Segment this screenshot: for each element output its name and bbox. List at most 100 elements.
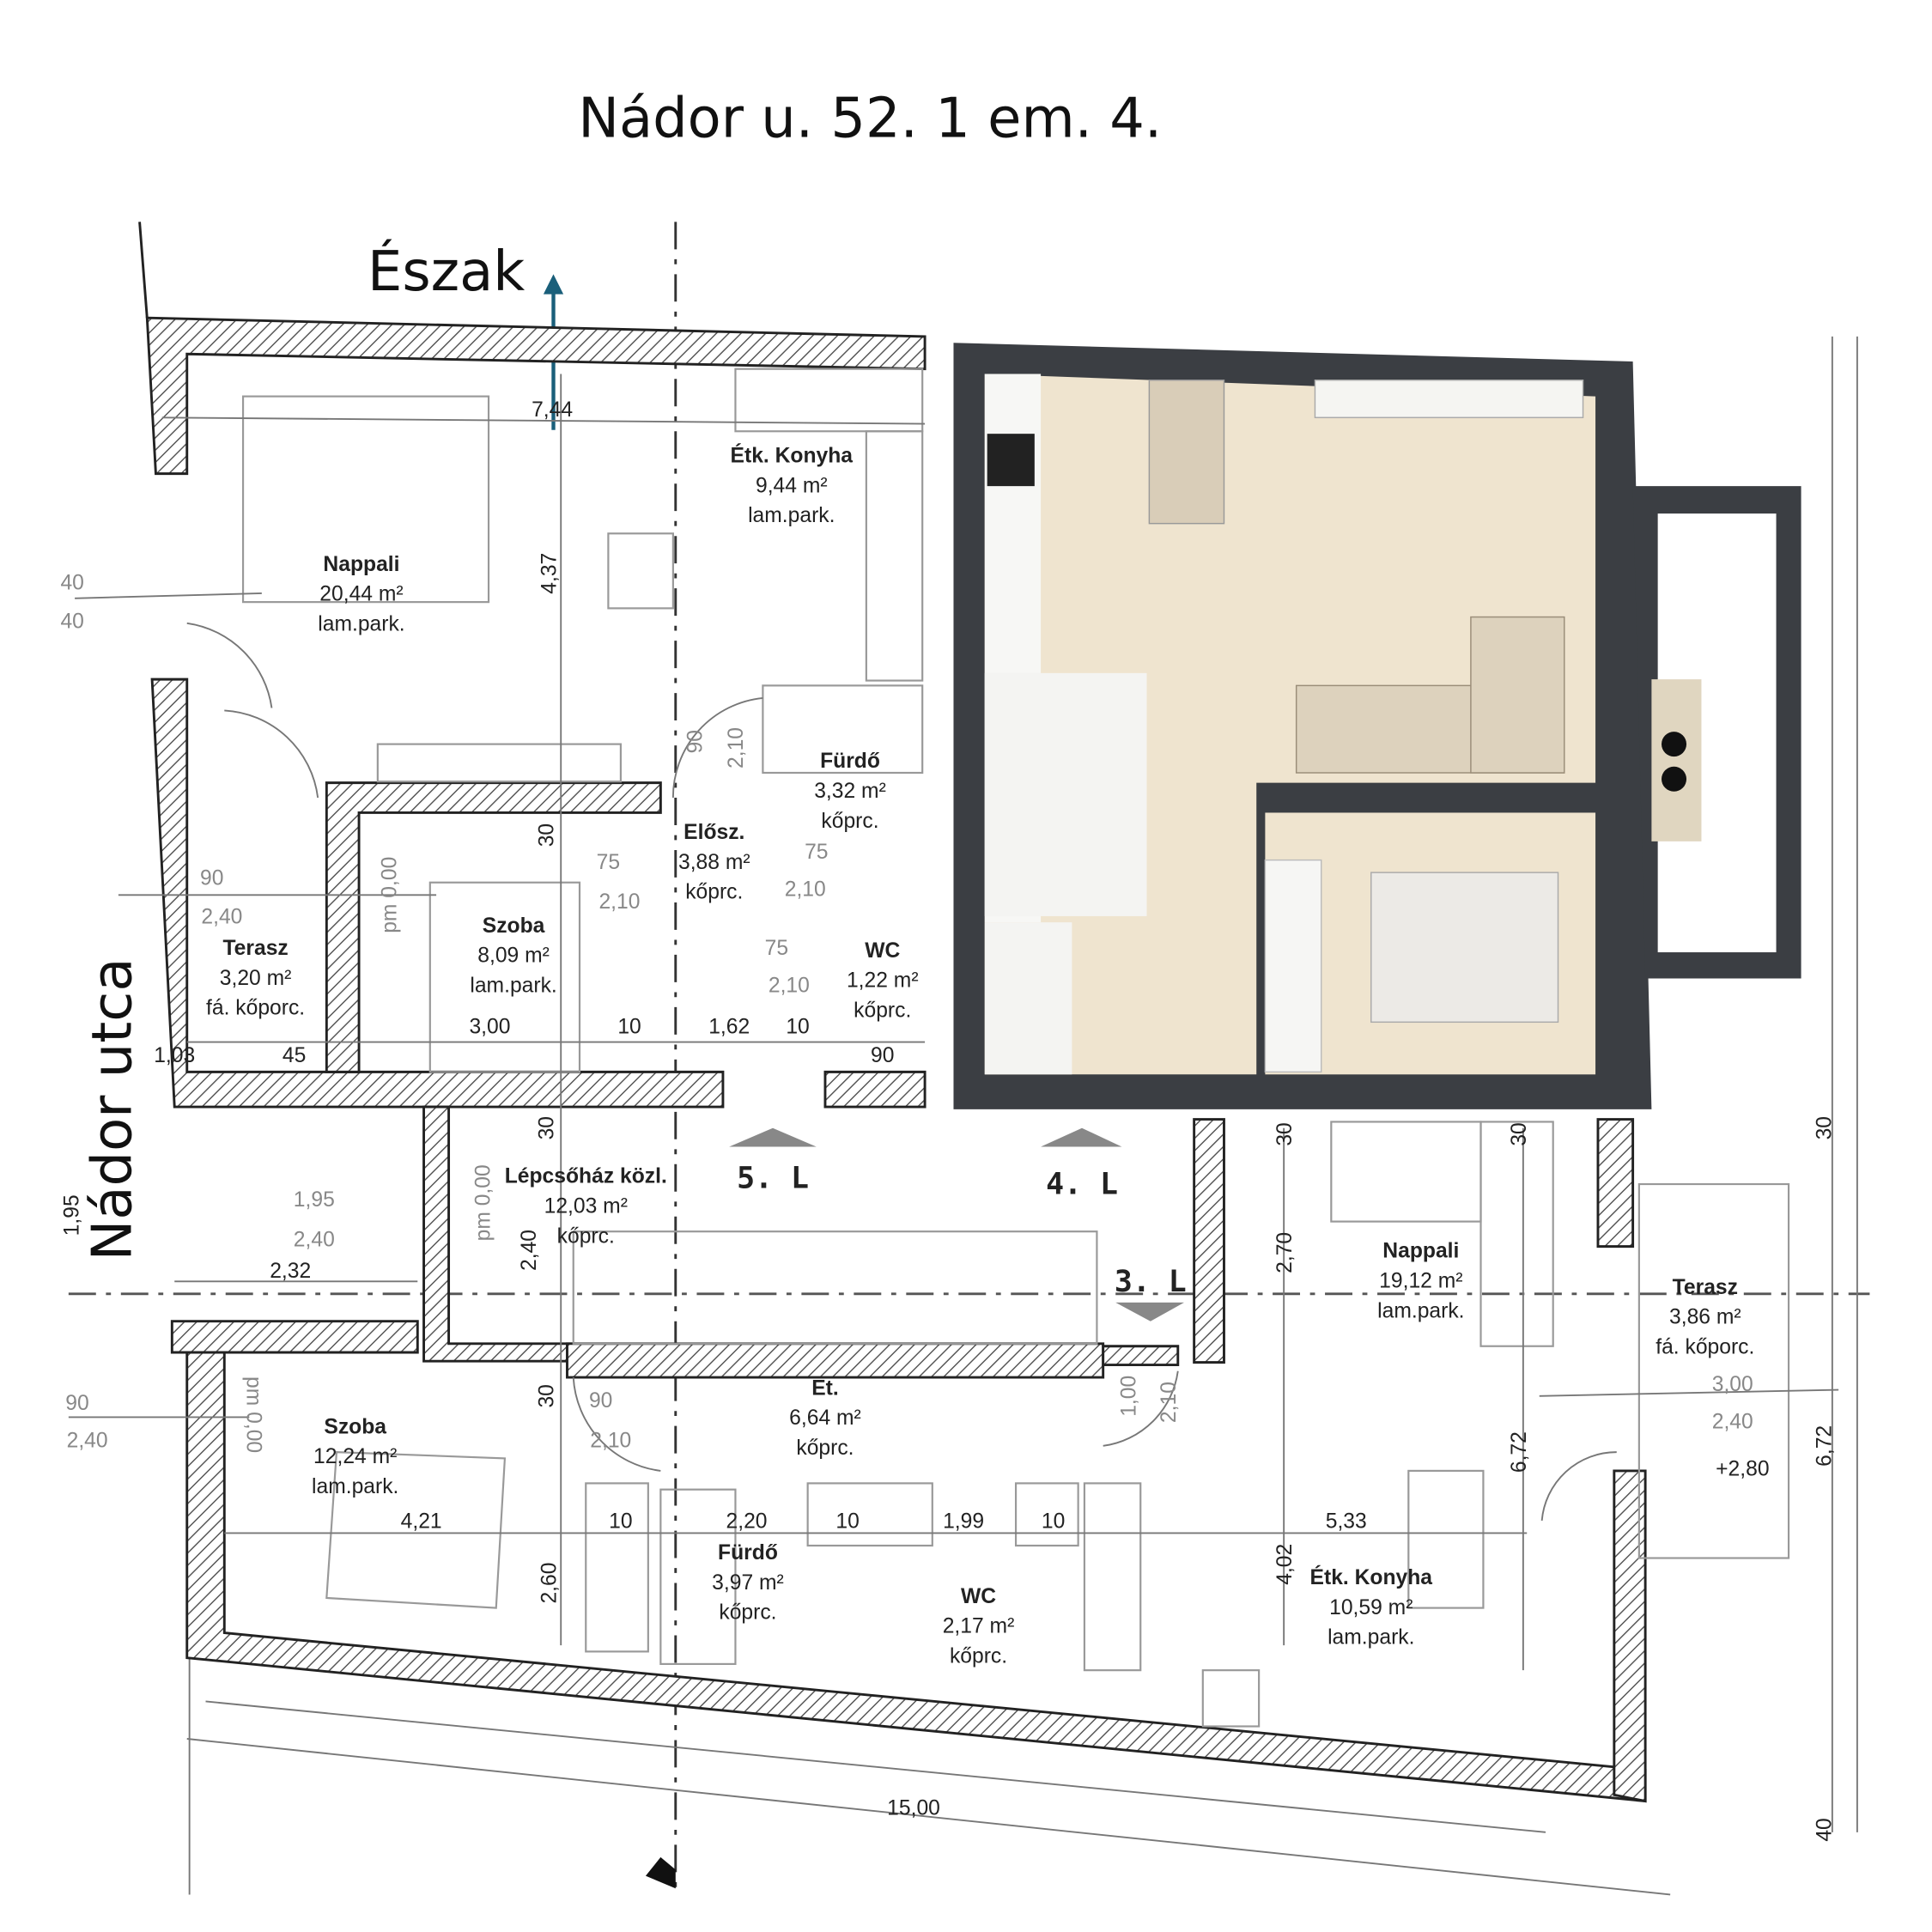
- svg-text:2,17 m²: 2,17 m²: [943, 1615, 1015, 1638]
- svg-text:fá. kőporc.: fá. kőporc.: [206, 997, 305, 1020]
- dimension-labels: 7,44 4,37 40 40 90 2,40 1,03 45 3,00 10 …: [60, 398, 1836, 1842]
- svg-text:12,24 m²: 12,24 m²: [313, 1445, 397, 1468]
- floor-mark: pm 0,00: [379, 857, 402, 933]
- dimension: 4,37: [538, 553, 561, 594]
- level-label-4: 4. L: [1046, 1168, 1118, 1202]
- svg-text:Terasz: Terasz: [222, 937, 288, 960]
- dimension: 3,00: [469, 1015, 510, 1038]
- floor-mark: pm 0,00: [241, 1376, 264, 1453]
- dimension: 30: [536, 1384, 559, 1407]
- reference-lines: [68, 222, 1870, 1896]
- dimension: 1,99: [943, 1510, 984, 1534]
- dimension: 6,72: [1813, 1425, 1836, 1467]
- dimension: 1,95: [294, 1188, 335, 1212]
- dimension: 2,40: [67, 1429, 108, 1452]
- rendered-floor-plan: [953, 343, 1801, 1109]
- dimension: 4,02: [1273, 1544, 1297, 1585]
- svg-text:kőprc.: kőprc.: [821, 810, 878, 833]
- dimension: 6,72: [1508, 1431, 1531, 1473]
- dimension: 2,60: [538, 1563, 561, 1604]
- dimension: 2,32: [270, 1260, 311, 1283]
- svg-text:Lépcsőház közl.: Lépcsőház közl.: [505, 1165, 667, 1188]
- dimension: 10: [835, 1510, 859, 1534]
- dimension: 2,10: [590, 1429, 631, 1452]
- street-label: Nádor utca: [81, 958, 144, 1261]
- svg-text:10,59 m²: 10,59 m²: [1329, 1596, 1413, 1619]
- dimension: 30: [536, 1116, 559, 1139]
- dimension: 30: [1813, 1116, 1836, 1139]
- dimension: 2,10: [725, 727, 748, 769]
- svg-text:Nappali: Nappali: [323, 553, 399, 576]
- svg-text:lam.park.: lam.park.: [470, 974, 556, 997]
- section-marker-icon: [645, 1856, 676, 1889]
- room-label: Lépcsőház közl. 12,03 m² kőprc.: [505, 1165, 667, 1249]
- dimension: 10: [1042, 1510, 1065, 1534]
- dimension: 10: [617, 1015, 641, 1038]
- svg-text:19,12 m²: 19,12 m²: [1379, 1270, 1462, 1293]
- svg-text:3,88 m²: 3,88 m²: [678, 851, 750, 874]
- dimension: 2,70: [1273, 1232, 1297, 1273]
- svg-text:Fürdő: Fürdő: [718, 1541, 778, 1564]
- svg-text:12,03 m²: 12,03 m²: [544, 1194, 628, 1218]
- svg-text:1,22 m²: 1,22 m²: [847, 969, 919, 993]
- svg-text:kőprc.: kőprc.: [950, 1644, 1007, 1668]
- svg-text:3,20 m²: 3,20 m²: [220, 967, 292, 990]
- dimension: 30: [1508, 1122, 1531, 1145]
- dimension: +2,80: [1716, 1458, 1769, 1481]
- svg-text:fá. kőporc.: fá. kőporc.: [1656, 1335, 1754, 1358]
- furniture: [68, 368, 1839, 1728]
- svg-text:3,97 m²: 3,97 m²: [712, 1571, 784, 1595]
- svg-text:20,44 m²: 20,44 m²: [319, 583, 403, 606]
- room-label: Nappali 19,12 m² lam.park.: [1377, 1240, 1464, 1323]
- plan-title: Nádor u. 52. 1 em. 4.: [578, 88, 1162, 151]
- svg-text:lam.park.: lam.park.: [748, 504, 835, 527]
- svg-text:3,86 m²: 3,86 m²: [1669, 1306, 1741, 1329]
- dimension: 2,10: [1157, 1382, 1181, 1423]
- svg-text:Fürdő: Fürdő: [820, 750, 880, 773]
- svg-text:3,32 m²: 3,32 m²: [814, 780, 886, 803]
- level-label-5: 5. L: [737, 1161, 809, 1195]
- svg-text:kőprc.: kőprc.: [557, 1224, 615, 1248]
- dimension: 10: [609, 1510, 632, 1534]
- dimension: 15,00: [887, 1797, 940, 1820]
- dimension: 75: [597, 851, 620, 874]
- svg-text:Nappali: Nappali: [1382, 1240, 1459, 1263]
- dimension: 45: [283, 1044, 306, 1067]
- dimension: 2,40: [1712, 1411, 1753, 1434]
- dimension: 30: [536, 823, 559, 847]
- svg-text:WC: WC: [865, 939, 900, 963]
- dimension: 2,40: [294, 1229, 335, 1252]
- room-label: Terasz 3,20 m² fá. kőporc.: [206, 937, 305, 1020]
- level-marker-4-icon: [1041, 1127, 1122, 1147]
- svg-text:lam.park.: lam.park.: [1377, 1299, 1464, 1322]
- svg-text:Szoba: Szoba: [324, 1415, 386, 1438]
- svg-text:lam.park.: lam.park.: [312, 1475, 398, 1498]
- svg-text:Elősz.: Elősz.: [683, 821, 744, 844]
- dimension: 40: [60, 611, 83, 634]
- dimension: 1,00: [1117, 1376, 1140, 1417]
- svg-text:Étk. Konyha: Étk. Konyha: [731, 444, 854, 468]
- dimension: 2,10: [785, 878, 826, 902]
- dimension: 10: [786, 1015, 809, 1038]
- dimension: 2,40: [518, 1230, 541, 1271]
- svg-text:lam.park.: lam.park.: [318, 613, 404, 636]
- dimension: 75: [805, 841, 828, 864]
- room-label: Nappali 20,44 m² lam.park.: [318, 553, 404, 636]
- dimension: 2,40: [201, 906, 242, 929]
- svg-text:6,64 m²: 6,64 m²: [789, 1406, 861, 1430]
- svg-text:Et.: Et.: [811, 1376, 839, 1400]
- level-label-3: 3. L: [1115, 1265, 1187, 1299]
- room-label: Szoba 12,24 m² lam.park.: [312, 1415, 398, 1498]
- dimension: 5,33: [1326, 1510, 1367, 1534]
- dimension: 4,21: [401, 1510, 442, 1534]
- dimension: 40: [1813, 1818, 1836, 1841]
- dimension: 1,95: [60, 1194, 83, 1236]
- dimension: 30: [1273, 1122, 1297, 1145]
- north-label: Észak: [368, 239, 525, 304]
